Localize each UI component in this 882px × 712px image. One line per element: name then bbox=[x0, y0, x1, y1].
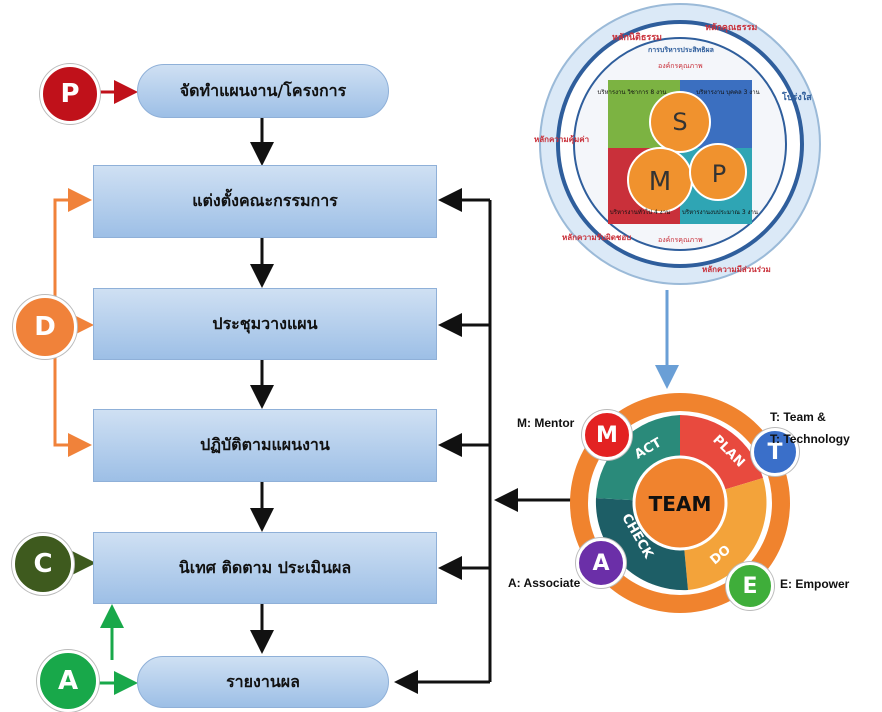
smp-s-letter: S bbox=[672, 108, 687, 136]
ring-outer-2: โปร่งใส bbox=[781, 91, 812, 103]
step-committee: แต่งตั้งคณะกรรมการ bbox=[93, 165, 437, 238]
step-meeting: ประชุมวางแผน bbox=[93, 288, 437, 360]
smp-quad-br-label: บริหารงานงบประมาณ 3 งาน bbox=[682, 209, 758, 216]
a-marker-letter: A bbox=[57, 666, 79, 696]
d-arrow-top bbox=[53, 188, 92, 322]
team-e-letter: E bbox=[742, 573, 758, 599]
ring-outer-4: หลักความรับผิดชอบ bbox=[562, 233, 631, 242]
smp-quad-tl-label: บริหารงาน วิชาการ 8 งาน bbox=[598, 89, 667, 96]
ring-outer-0: หลักนิติธรรม bbox=[612, 32, 662, 43]
ring-inner-1: องค์กรคุณภาพ bbox=[658, 62, 703, 70]
team-empower-label: E: Empower bbox=[780, 577, 850, 591]
ring-inner-2: องค์กรคุณภาพ bbox=[658, 236, 703, 244]
report-box: รายงานผล bbox=[137, 656, 389, 708]
team-m-letter: M bbox=[596, 422, 618, 448]
a-marker: A bbox=[37, 650, 99, 712]
step-supervise: นิเทศ ติดตาม ประเมินผล bbox=[93, 532, 437, 604]
ring-outer-1: หลักคุณธรรม bbox=[705, 22, 757, 33]
p-marker-letter: P bbox=[60, 79, 80, 109]
step-meeting-label: ประชุมวางแผน bbox=[212, 313, 318, 333]
team-mentor-label: M: Mentor bbox=[517, 416, 575, 430]
plan-box: จัดทำแผนงาน/โครงการ bbox=[137, 64, 389, 118]
team-technology-label: T: Technology bbox=[770, 432, 850, 446]
team-t-circle: T bbox=[751, 428, 799, 476]
team-a-letter: A bbox=[592, 550, 610, 576]
smp-p-letter: P bbox=[712, 160, 726, 188]
team-team-label: T: Team & bbox=[770, 410, 826, 424]
step-implement: ปฏิบัติตามแผนงาน bbox=[93, 409, 437, 482]
d-marker-letter: D bbox=[34, 312, 56, 342]
c-marker: C bbox=[12, 533, 74, 595]
smp-quad-tr-label: บริหารงาน บุคคล 3 งาน bbox=[696, 89, 759, 96]
team-center-label: TEAM bbox=[649, 492, 712, 516]
team-center bbox=[632, 455, 728, 551]
plan-box-label: จัดทำแผนงาน/โครงการ bbox=[179, 80, 347, 100]
team-t-letter: T bbox=[767, 439, 783, 465]
team-a-circle: A bbox=[576, 538, 626, 588]
team-associate-label: A: Associate bbox=[508, 576, 581, 590]
step-supervise-label: นิเทศ ติดตาม ประเมินผล bbox=[178, 557, 352, 577]
d-marker: D bbox=[13, 295, 77, 359]
smp-gear-p bbox=[689, 143, 747, 201]
report-box-label: รายงานผล bbox=[226, 671, 300, 691]
ring-outer-5: หลักความคุ้มค่า bbox=[534, 134, 589, 145]
smp-quad-bl-label: บริหารงานทั่วไป 4 งาน bbox=[610, 208, 670, 216]
ring-inner-0: การบริหารประสิทธิผล bbox=[648, 46, 714, 54]
team-m-circle: M bbox=[582, 410, 632, 460]
p-marker: P bbox=[40, 64, 100, 124]
c-marker-letter: C bbox=[33, 549, 53, 579]
smp-gear-s bbox=[649, 91, 711, 153]
team-e-circle: E bbox=[726, 562, 774, 610]
step-committee-label: แต่งตั้งคณะกรรมการ bbox=[192, 191, 338, 210]
smp-wheel: S M P บริหารงาน วิชาการ 8 งาน บริหารงาน … bbox=[534, 3, 821, 285]
d-arrow-bottom bbox=[53, 330, 92, 457]
step-implement-label: ปฏิบัติตามแผนงาน bbox=[200, 435, 330, 454]
smp-m-letter: M bbox=[649, 167, 671, 197]
ring-outer-3: หลักความมีส่วนร่วม bbox=[702, 264, 771, 274]
